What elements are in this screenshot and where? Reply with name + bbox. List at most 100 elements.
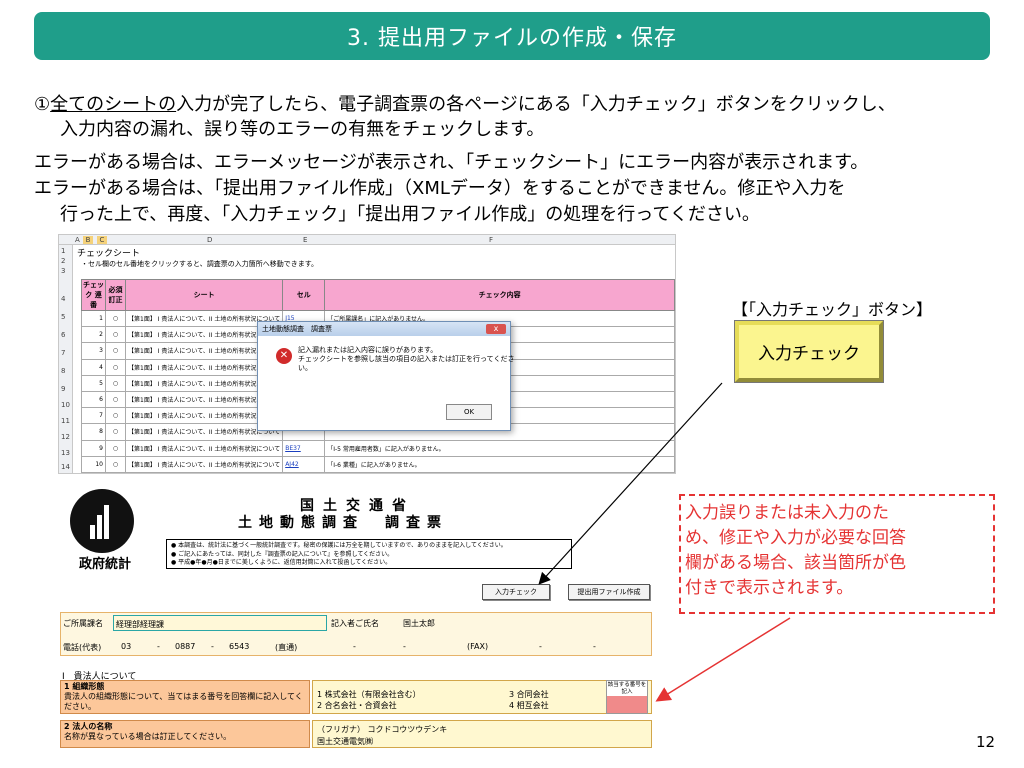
dialog-message: 記入漏れまたは記入内容に誤りがあります。 チェックシートを参照し該当の項目の記入… [298, 346, 514, 373]
logo-bar [90, 525, 95, 539]
input-check-button-label: 入力チェック [758, 344, 860, 364]
phone-part: - [353, 642, 356, 651]
row-header: 13 [61, 449, 70, 457]
dept-field[interactable]: 経理部経理課 [113, 615, 327, 631]
slide-title: 3. 提出用ファイルの作成・保存 [34, 12, 990, 60]
q2-text: 名称が異なっている場合は訂正してください。 [64, 732, 232, 741]
column-header-d: D [207, 236, 213, 244]
q2-name: 国土交通電気㈱ [317, 737, 373, 746]
q1-option: 3 合同会社 [509, 690, 549, 699]
arrow-to-highlighted-cell [655, 617, 791, 702]
dialog-message-line: い。 [298, 364, 312, 372]
phone-part: - [157, 642, 160, 651]
section-label: I 貴法人について [62, 672, 137, 682]
q1-option: 4 相互会社 [509, 701, 549, 710]
column-header-f: F [489, 236, 494, 244]
form-ministry: 国土交通省 [300, 498, 415, 514]
q1-option: 2 合名会社・合資会社 [317, 701, 397, 710]
cell-check-number: 1 [81, 309, 106, 328]
input-check-button-large[interactable]: 入力チェック [734, 320, 884, 383]
page-number: 12 [976, 733, 996, 751]
cell-address[interactable]: BE37 [282, 439, 326, 457]
form-note-line: ● ご記入にあたっては、同封した『調査票の記入について』を参照してください。 [171, 550, 394, 558]
close-icon[interactable]: x [486, 324, 506, 334]
column-header-b: B [83, 236, 93, 244]
check-table-header-row: チェック 連番 必須 訂正 シート セル チェック内容 [81, 279, 675, 311]
column-header-a: A [75, 236, 80, 244]
column-header-bar: A B C D E F [59, 235, 675, 245]
check-sheet-title: チェックシート [77, 249, 141, 259]
phone-part: 6543 [229, 642, 250, 651]
q1-answer-cell[interactable]: 該当する番号を記入 [606, 680, 648, 714]
cell-required: ○ [105, 309, 126, 328]
row-header: 3 [61, 267, 66, 275]
paragraph-2: エラーがある場合は、エラーメッセージが表示され、「チェックシート」にエラー内容が… [34, 152, 869, 173]
q1-title: 1 組織形態 [64, 682, 105, 691]
cell-check-content: 「I-5 常用雇用者数」に記入がありません。 [324, 439, 675, 457]
row-header: 7 [61, 349, 66, 357]
cell-required: ○ [105, 455, 126, 473]
cell-required: ○ [105, 358, 126, 376]
paragraph-3-line-2: 行った上で、再度、「入力チェック」「提出用ファイル作成」の処理を行ってください。 [60, 204, 760, 225]
phone-part: - [211, 642, 214, 651]
cell-check-number: 6 [81, 390, 106, 409]
column-header-e: E [303, 236, 308, 244]
column-header-c: C [97, 236, 107, 244]
row-header-bar: 1 2 3 4 5 6 7 8 9 10 11 12 13 14 15 [59, 245, 73, 474]
phone-part: (FAX) [467, 642, 489, 651]
cell-required: ○ [105, 439, 126, 457]
q2-title: 2 法人の名称 [64, 722, 113, 731]
input-check-button[interactable]: 入力チェック [482, 584, 550, 600]
error-icon: ✕ [276, 348, 292, 364]
cell-sheet: 【第1面】 I 貴法人について、II 土地の所有状況について [124, 455, 284, 473]
create-submission-file-button[interactable]: 提出用ファイル作成 [568, 584, 650, 600]
form-title: 土地動態調査 調査票 [238, 515, 448, 531]
q1-options: 1 株式会社（有限会社含む） 2 合名会社・合資会社 3 合同会社 4 相互会社 [312, 680, 652, 714]
q2-answer[interactable]: （フリガナ） コクドコウツウデンキ 国土交通電気㈱ [312, 720, 652, 748]
row-header: 15 [61, 473, 70, 474]
cell-check-number: 7 [81, 407, 106, 425]
phone-label: 電話(代表) [63, 643, 102, 652]
answer-cell-label: 該当する番号を記入 [607, 682, 647, 695]
form-note-line: ● 本調査は、統計法に基づく一般統計調査です。秘密の保護には万全を期していますの… [171, 542, 507, 549]
row-header: 14 [61, 463, 70, 471]
row-header: 11 [61, 417, 70, 425]
paragraph-3-line-1: エラーがある場合は、「提出用ファイル作成」（XMLデータ）をすることができません… [34, 178, 846, 199]
q2-kana-label: （フリガナ） [317, 725, 365, 734]
dialog-title: 土地動態調査 調査票 [258, 322, 510, 336]
cell-address[interactable]: AJ42 [282, 455, 326, 473]
cell-check-number: 9 [81, 439, 106, 457]
cell-check-number: 10 [81, 455, 106, 473]
header-sheet: シート [124, 279, 284, 311]
cell-sheet: 【第1面】 I 貴法人について、II 土地の所有状況について [124, 439, 284, 457]
error-highlight-note: 入力誤りまたは未入力のた め、修正や入力が必要な回答 欄がある場合、該当箇所が色… [679, 494, 995, 614]
button-caption: 【「入力チェック」ボタン】 [732, 300, 933, 319]
form-note-line: ● 平成●年●月●日までに美しくように、返信用封筒に入れて投函してください。 [171, 559, 392, 566]
q2-kana-row: （フリガナ） コクドコウツウデンキ [317, 724, 447, 735]
name-value: 国土太郎 [403, 619, 435, 628]
q2-box: 2 法人の名称 名称が異なっている場合は訂正してください。 [60, 720, 310, 748]
header-check-content: チェック内容 [324, 279, 675, 311]
q1-box: 1 組織形態 貴法人の組織形態について、当てはまる番号を回答欄に記入してください… [60, 680, 310, 714]
q2-kana: コクドコウツウデンキ [367, 725, 448, 734]
logo-text: 政府統計 [79, 557, 132, 572]
check-sheet-screenshot: A B C D E F 1 2 3 4 5 6 7 8 9 10 11 12 1… [58, 234, 676, 474]
ok-button[interactable]: OK [446, 404, 492, 420]
header-cell: セル [282, 279, 326, 311]
q1-text: 貴法人の組織形態について、当てはまる番号を回答欄に記入してください。 [64, 692, 303, 711]
phone-part: - [403, 642, 406, 651]
form-notes: ● 本調査は、統計法に基づく一般統計調査です。秘密の保護には万全を期していますの… [166, 539, 572, 569]
paragraph-1-line-2: 入力内容の漏れ、誤り等のエラーの有無をチェックします。 [60, 119, 545, 140]
row-header: 2 [61, 257, 66, 265]
header-required: 必須 訂正 [105, 279, 126, 311]
error-highlight-fill [607, 696, 647, 713]
row-header: 10 [61, 401, 70, 409]
row-header: 5 [61, 313, 66, 321]
cell-check-number: 3 [81, 342, 106, 360]
phone-part: - [539, 642, 542, 651]
row-header: 6 [61, 331, 66, 339]
note-line: 欄がある場合、該当箇所が色 [685, 553, 906, 573]
dialog-message-line: チェックシートを参照し該当の項目の記入または訂正を行ってくださ [298, 355, 515, 363]
note-line: 入力誤りまたは未入力のた [685, 503, 889, 523]
cell-required: ○ [105, 390, 126, 409]
